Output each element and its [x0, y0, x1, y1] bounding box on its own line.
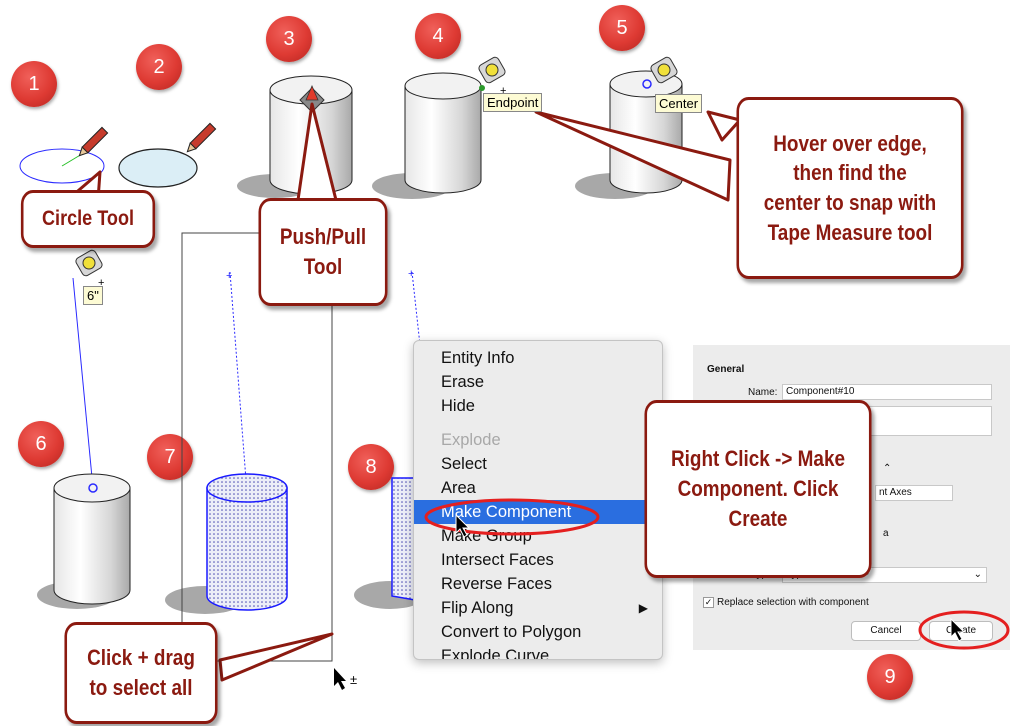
chevron-down-icon: ⌄ [973, 569, 982, 580]
measure-tooltip: 6" [83, 286, 103, 305]
replace-label: Replace selection with component [717, 597, 869, 608]
endpoint-tooltip: Endpoint [483, 93, 543, 112]
svg-text:+: + [500, 85, 506, 97]
step-badge-5: 5 [599, 5, 645, 51]
replace-checkbox[interactable]: ✓ [703, 597, 714, 608]
callout-hover-line3: center to snap with [763, 190, 937, 215]
step-badge-8: 8 [348, 444, 394, 490]
callout-push-pull-line2: Tool [303, 254, 343, 279]
callout-circle-tool: Circle Tool [20, 190, 156, 248]
step3-cylinder [237, 75, 353, 198]
axes-field[interactable]: nt Axes [875, 485, 953, 501]
callout-click-drag-line1: Click + drag [87, 645, 195, 671]
tape-measure-cursor-4: + [478, 56, 506, 97]
menu-item-area[interactable]: Area [441, 479, 476, 497]
cursor-modifier: ± [350, 672, 358, 687]
checkmark-icon: ✓ [704, 597, 713, 607]
step6-cylinder [37, 277, 131, 609]
menu-item-flip-along[interactable]: Flip Along ▶ [414, 596, 662, 620]
tape-measure-cursor-6: + [75, 249, 104, 289]
dialog-section-general: General [707, 364, 745, 375]
callout-right-click-line2: Component. Click [677, 476, 839, 502]
menu-item-erase[interactable]: Erase [441, 373, 485, 391]
step-badge-6: 6 [18, 421, 64, 467]
callout-hover-line2: then find the [793, 160, 907, 186]
menu-item-entity-info[interactable]: Entity Info [441, 349, 515, 367]
step-badge-1: 1 [11, 61, 57, 107]
callout-right-click-line3: Create [728, 505, 788, 531]
menu-item-hide[interactable]: Hide [441, 397, 475, 415]
option-label-a: a [883, 528, 889, 539]
step-badge-7: 7 [147, 434, 193, 480]
callout-push-pull: Push/Pull Tool [258, 198, 388, 306]
svg-text:+: + [408, 268, 414, 280]
callout-click-drag-line2: to select all [89, 675, 193, 700]
svg-text:+: + [226, 270, 232, 282]
submenu-arrow-icon: ▶ [638, 601, 648, 615]
arrow-cursor-icon [334, 668, 346, 690]
step1-circle-drawing [19, 126, 109, 184]
menu-highlight-ring [424, 498, 600, 536]
step-badge-9: 9 [867, 654, 913, 700]
step-badge-3: 3 [266, 16, 312, 62]
create-cursor-icon [950, 618, 966, 642]
callout-hover-line1: Hover over edge, [773, 130, 927, 156]
callout-circle-tool-text: Circle Tool [42, 206, 134, 230]
step8-cylinder: + [354, 268, 426, 609]
menu-item-convert-to-polygon[interactable]: Convert to Polygon [441, 623, 582, 641]
tape-measure-cursor-5 [650, 56, 678, 84]
name-field[interactable]: Component#10 [782, 384, 992, 400]
svg-text:+: + [98, 277, 104, 289]
menu-item-select[interactable]: Select [441, 455, 487, 473]
callout-right-click-line1: Right Click -> Make [670, 446, 846, 472]
callout-push-pull-line1: Push/Pull [279, 224, 367, 250]
step2-filled-circle [118, 122, 217, 188]
center-tooltip: Center [655, 94, 703, 113]
step7-selected-cylinder: + [165, 232, 333, 662]
create-highlight-ring [918, 610, 1010, 650]
chevron-updown-icon: ⌃ [883, 463, 892, 474]
callout-hover-edge: Hover over edge, then find the center to… [736, 97, 964, 279]
menu-item-explode-curve[interactable]: Explode Curve [441, 647, 550, 660]
step4-cylinder [372, 72, 485, 199]
menu-item-reverse-faces[interactable]: Reverse Faces [441, 575, 552, 593]
callout-hover-line4: Tape Measure tool [767, 219, 933, 245]
step-badge-4: 4 [415, 13, 461, 59]
menu-item-explode: Explode [441, 431, 501, 449]
menu-item-flip-along-label: Flip Along [441, 599, 514, 617]
menu-cursor-icon [455, 514, 471, 538]
name-label: Name: [748, 387, 778, 398]
menu-item-intersect-faces[interactable]: Intersect Faces [441, 551, 554, 569]
cancel-button[interactable]: Cancel [851, 621, 921, 641]
callout-click-drag: Click + drag to select all [64, 622, 218, 724]
callout-right-click: Right Click -> Make Component. Click Cre… [644, 400, 872, 578]
step-badge-2: 2 [136, 44, 182, 90]
